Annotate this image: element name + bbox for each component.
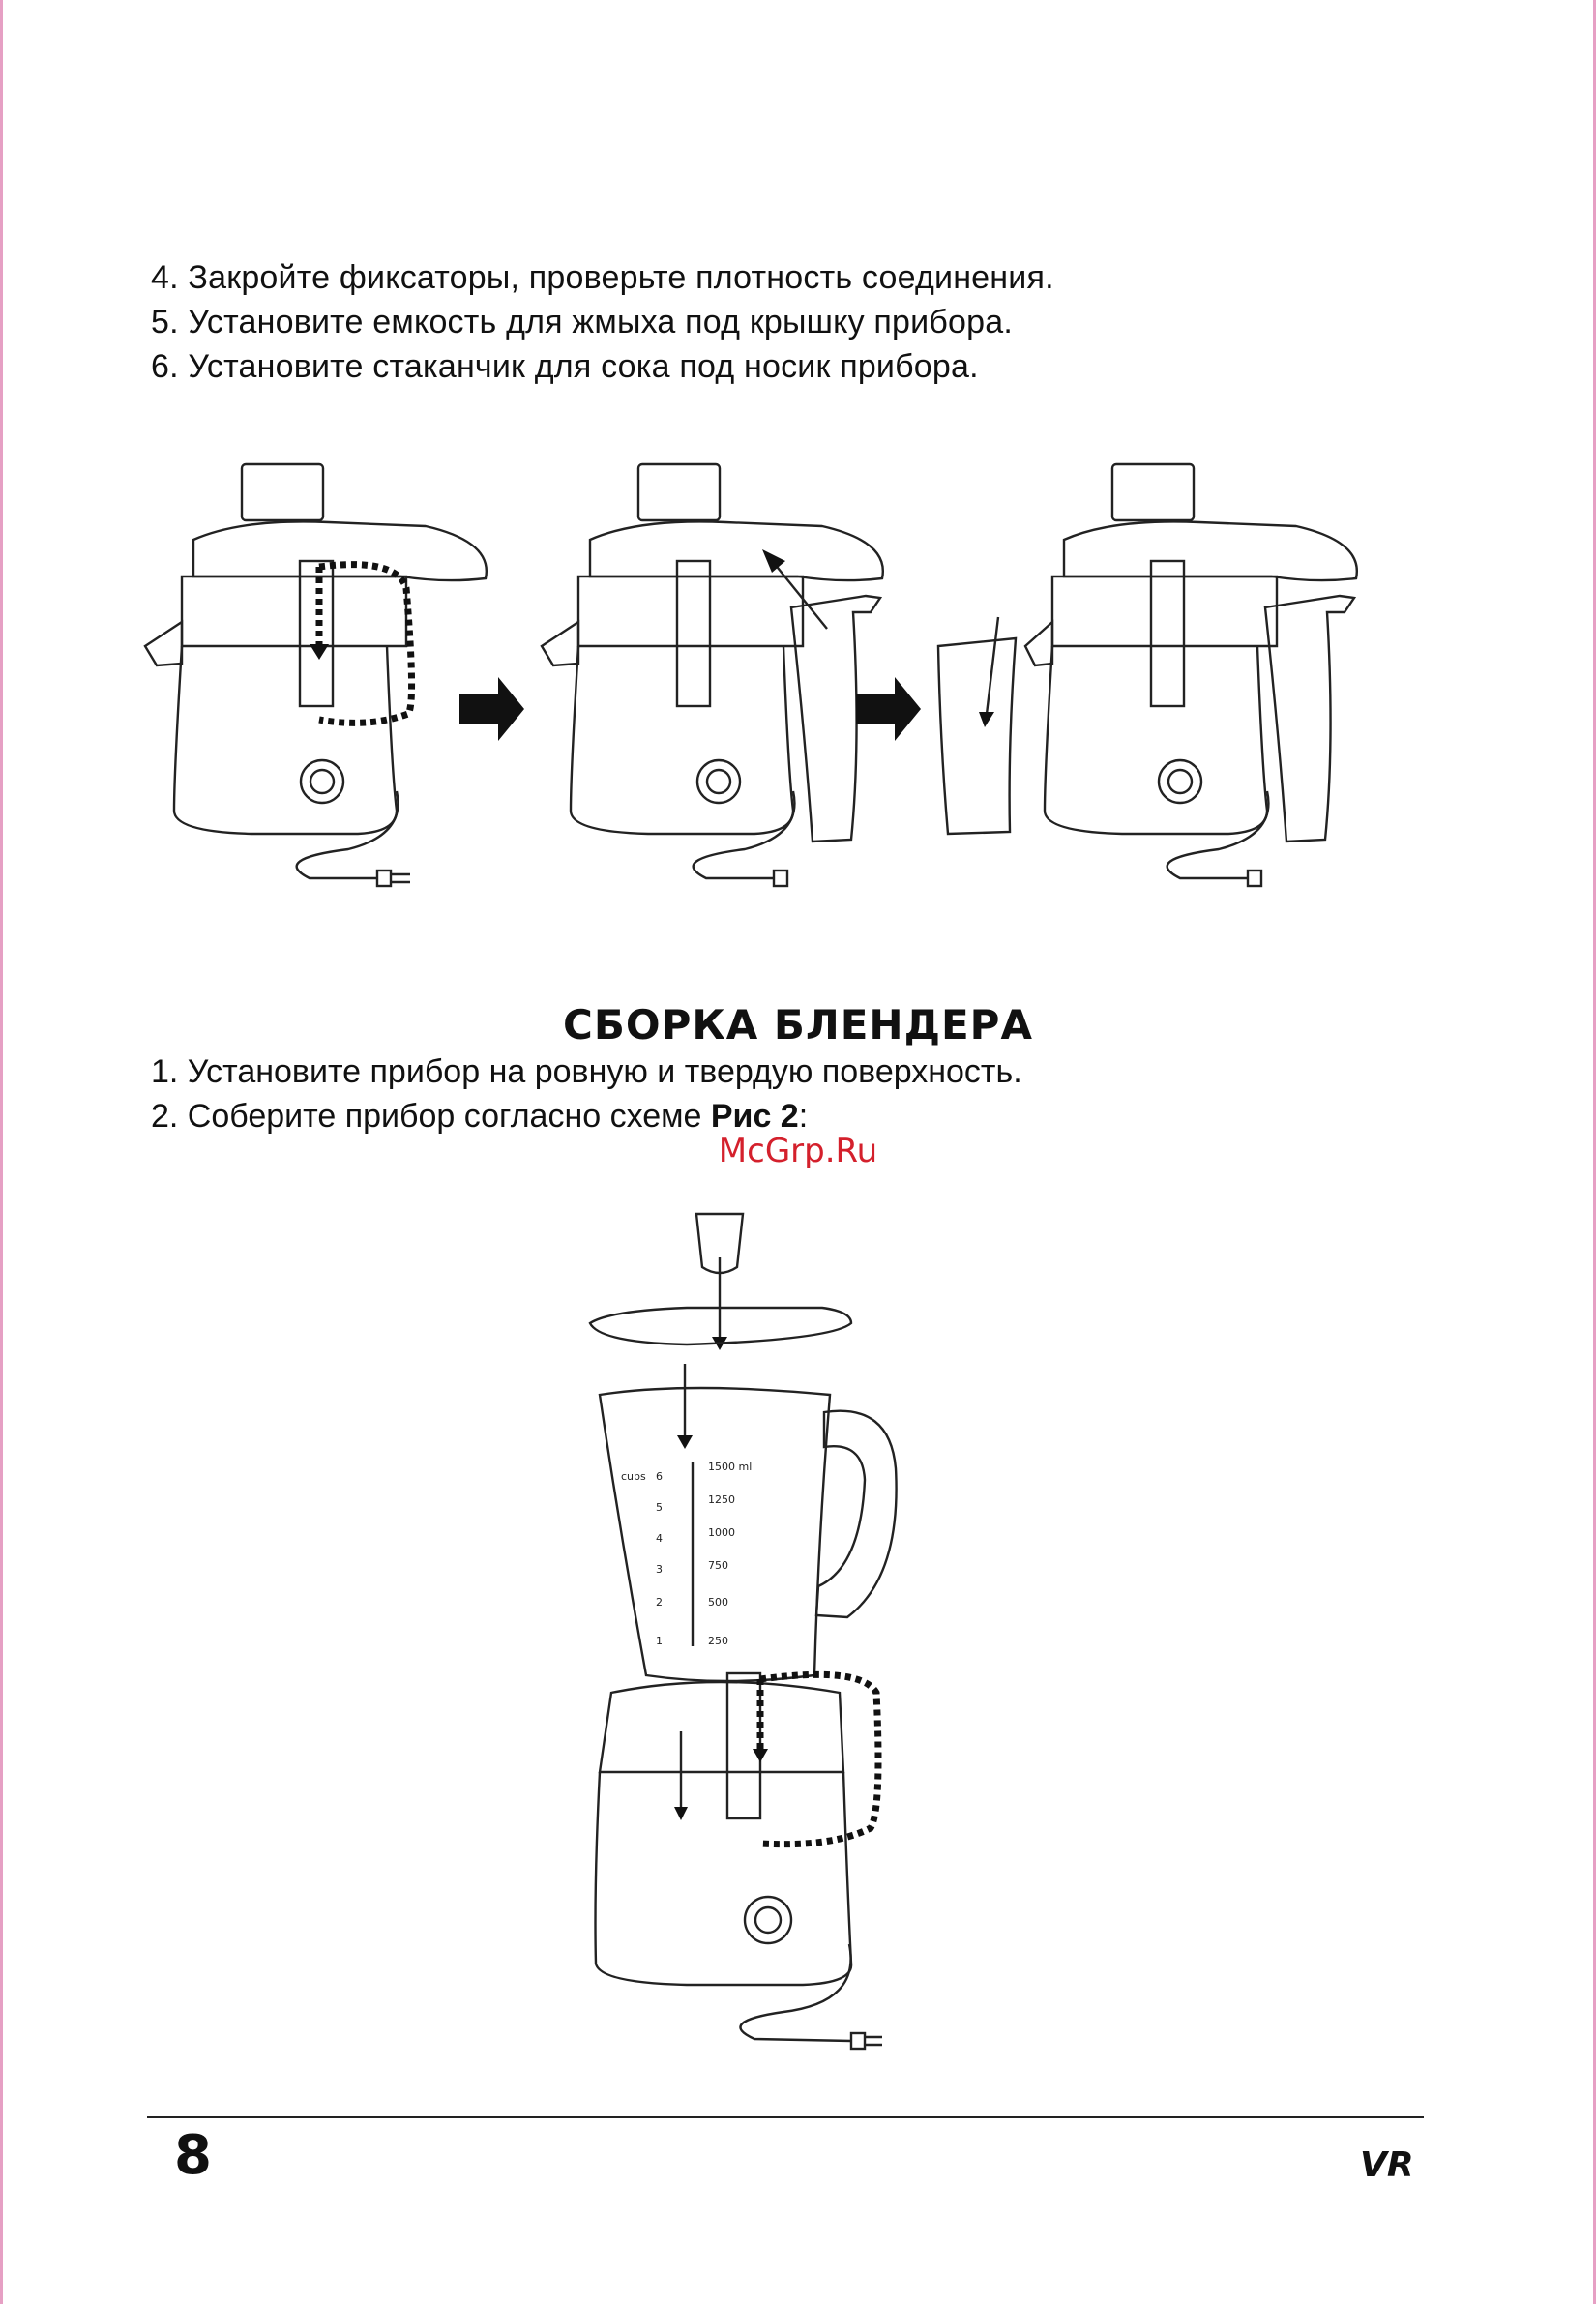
page-edge-left: [0, 0, 3, 2304]
footer-rule: [147, 2116, 1424, 2118]
figure-reference: Рис 2: [710, 1098, 799, 1135]
blender-step-2-end: :: [798, 1098, 809, 1135]
blender-lid: [588, 1306, 853, 1346]
watermark-text: McGrp.Ru: [718, 1132, 878, 1170]
juicer-drawing-2: [540, 462, 885, 888]
arrow-right-icon: [856, 677, 921, 741]
plug-icon: [849, 2031, 867, 2051]
juicer-drawing-3: [936, 462, 1359, 888]
blender-step-2-text: 2. Соберите прибор согласно схеме: [151, 1098, 711, 1135]
ml-mark-1500: 1500 ml: [708, 1461, 752, 1473]
blender-step-2: 2. Соберите прибор согласно схеме Рис 2:: [151, 1094, 1022, 1138]
speed-knob: [743, 1895, 793, 1945]
jug-cups-label: cups: [621, 1470, 646, 1483]
ml-mark-750: 750: [708, 1559, 728, 1572]
section-heading: СБОРКА БЛЕНДЕРА: [563, 1001, 1033, 1049]
ml-mark-500: 500: [708, 1596, 728, 1609]
ml-mark-250: 250: [708, 1635, 728, 1647]
arrow-right-icon: [459, 677, 524, 741]
ml-mark-1250: 1250: [708, 1493, 735, 1506]
blender-assembly-illustration: cups 6 5 4 3 2 1 1500 ml 1250 1000 750 5…: [588, 1212, 898, 2051]
jug-handle: [814, 1409, 898, 1619]
step-4: 4. Закройте фиксаторы, проверьте плотнос…: [151, 259, 1054, 296]
step-6: 6. Установите стаканчик для сока под нос…: [151, 348, 979, 385]
blender-steps-list: 1. Установите прибор на ровную и твердую…: [151, 1049, 1022, 1138]
cup-mark-1: 1: [656, 1635, 663, 1647]
juicer-drawing-1: [143, 462, 488, 888]
juicer-steps-list: 4. Закройте фиксаторы, проверьте плотнос…: [151, 255, 1054, 389]
brand-logo: VR: [1360, 2145, 1414, 2185]
blender-step-1: 1. Установите прибор на ровную и твердую…: [151, 1053, 1022, 1090]
cup-mark-6: 6: [656, 1470, 663, 1483]
cup-mark-4: 4: [656, 1532, 663, 1545]
power-cord: [739, 1943, 852, 2043]
cup-mark-3: 3: [656, 1563, 663, 1576]
blender-base: [598, 1680, 845, 1774]
page-edge-right: [1593, 0, 1596, 2304]
step-5: 5. Установите емкость для жмыха под крыш…: [151, 304, 1013, 340]
blender-cap: [695, 1212, 745, 1275]
page-number: 8: [174, 2124, 212, 2187]
cup-mark-2: 2: [656, 1596, 663, 1609]
cup-mark-5: 5: [656, 1501, 663, 1514]
ml-mark-1000: 1000: [708, 1526, 735, 1539]
juicer-assembly-illustration: [143, 462, 1359, 888]
